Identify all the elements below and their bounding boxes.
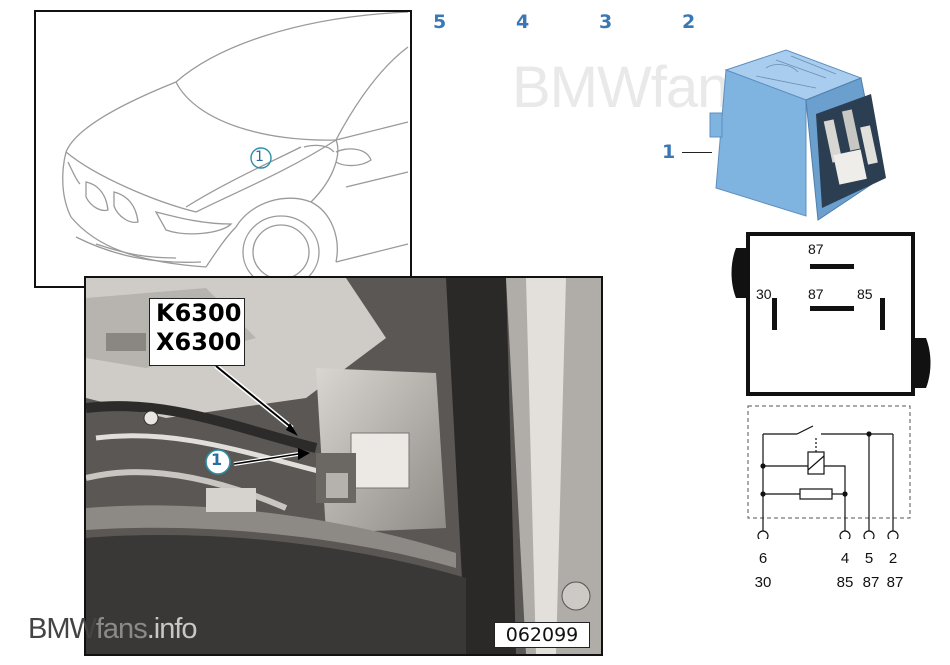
photo-location-marker — [205, 449, 231, 475]
schematic-terminal-87a: 87 — [862, 574, 880, 591]
relay-callout-number: 1 — [662, 141, 676, 163]
watermark-info: .info — [146, 613, 198, 645]
schematic-pin-6: 6 — [758, 550, 768, 567]
relay-pinout: 87 87 30 85 — [726, 228, 936, 400]
component-label-k6300: K6300 — [156, 299, 242, 327]
schematic-terminal-30: 30 — [754, 574, 772, 591]
schematic-terminal-87b: 87 — [886, 574, 904, 591]
component-label-box: K6300 X6300 — [149, 298, 245, 366]
watermark-bottom: BMWfans.info — [28, 613, 198, 646]
callout-number-5: 5 — [433, 11, 447, 33]
relay-callout-leader — [682, 152, 712, 153]
watermark-top: BMWfans — [512, 55, 757, 120]
pinout-label-87-top: 87 — [808, 241, 824, 257]
watermark-bmw: BMW — [28, 613, 97, 645]
schematic-terminal-85: 85 — [836, 574, 854, 591]
watermark-fans: fans — [95, 613, 148, 645]
schematic-pin-5: 5 — [864, 550, 874, 567]
car-location-marker — [250, 147, 272, 169]
photo-marker-number: 1 — [211, 450, 223, 469]
image-number: 062099 — [494, 622, 590, 648]
pinout-label-30: 30 — [756, 286, 772, 302]
pinout-label-87-center: 87 — [808, 286, 824, 302]
callout-number-2: 2 — [682, 11, 696, 33]
relay-illustration — [696, 38, 896, 238]
car-location-inset: 1 — [34, 10, 412, 289]
schematic-pin-2: 2 — [888, 550, 898, 567]
car-marker-number: 1 — [255, 149, 264, 165]
callout-number-3: 3 — [599, 11, 613, 33]
car-line-drawing — [62, 11, 409, 289]
relay-schematic — [745, 404, 915, 542]
schematic-pin-4: 4 — [840, 550, 850, 567]
callout-number-4: 4 — [516, 11, 530, 33]
pinout-label-85: 85 — [857, 286, 873, 302]
component-label-x6300: X6300 — [156, 328, 242, 356]
